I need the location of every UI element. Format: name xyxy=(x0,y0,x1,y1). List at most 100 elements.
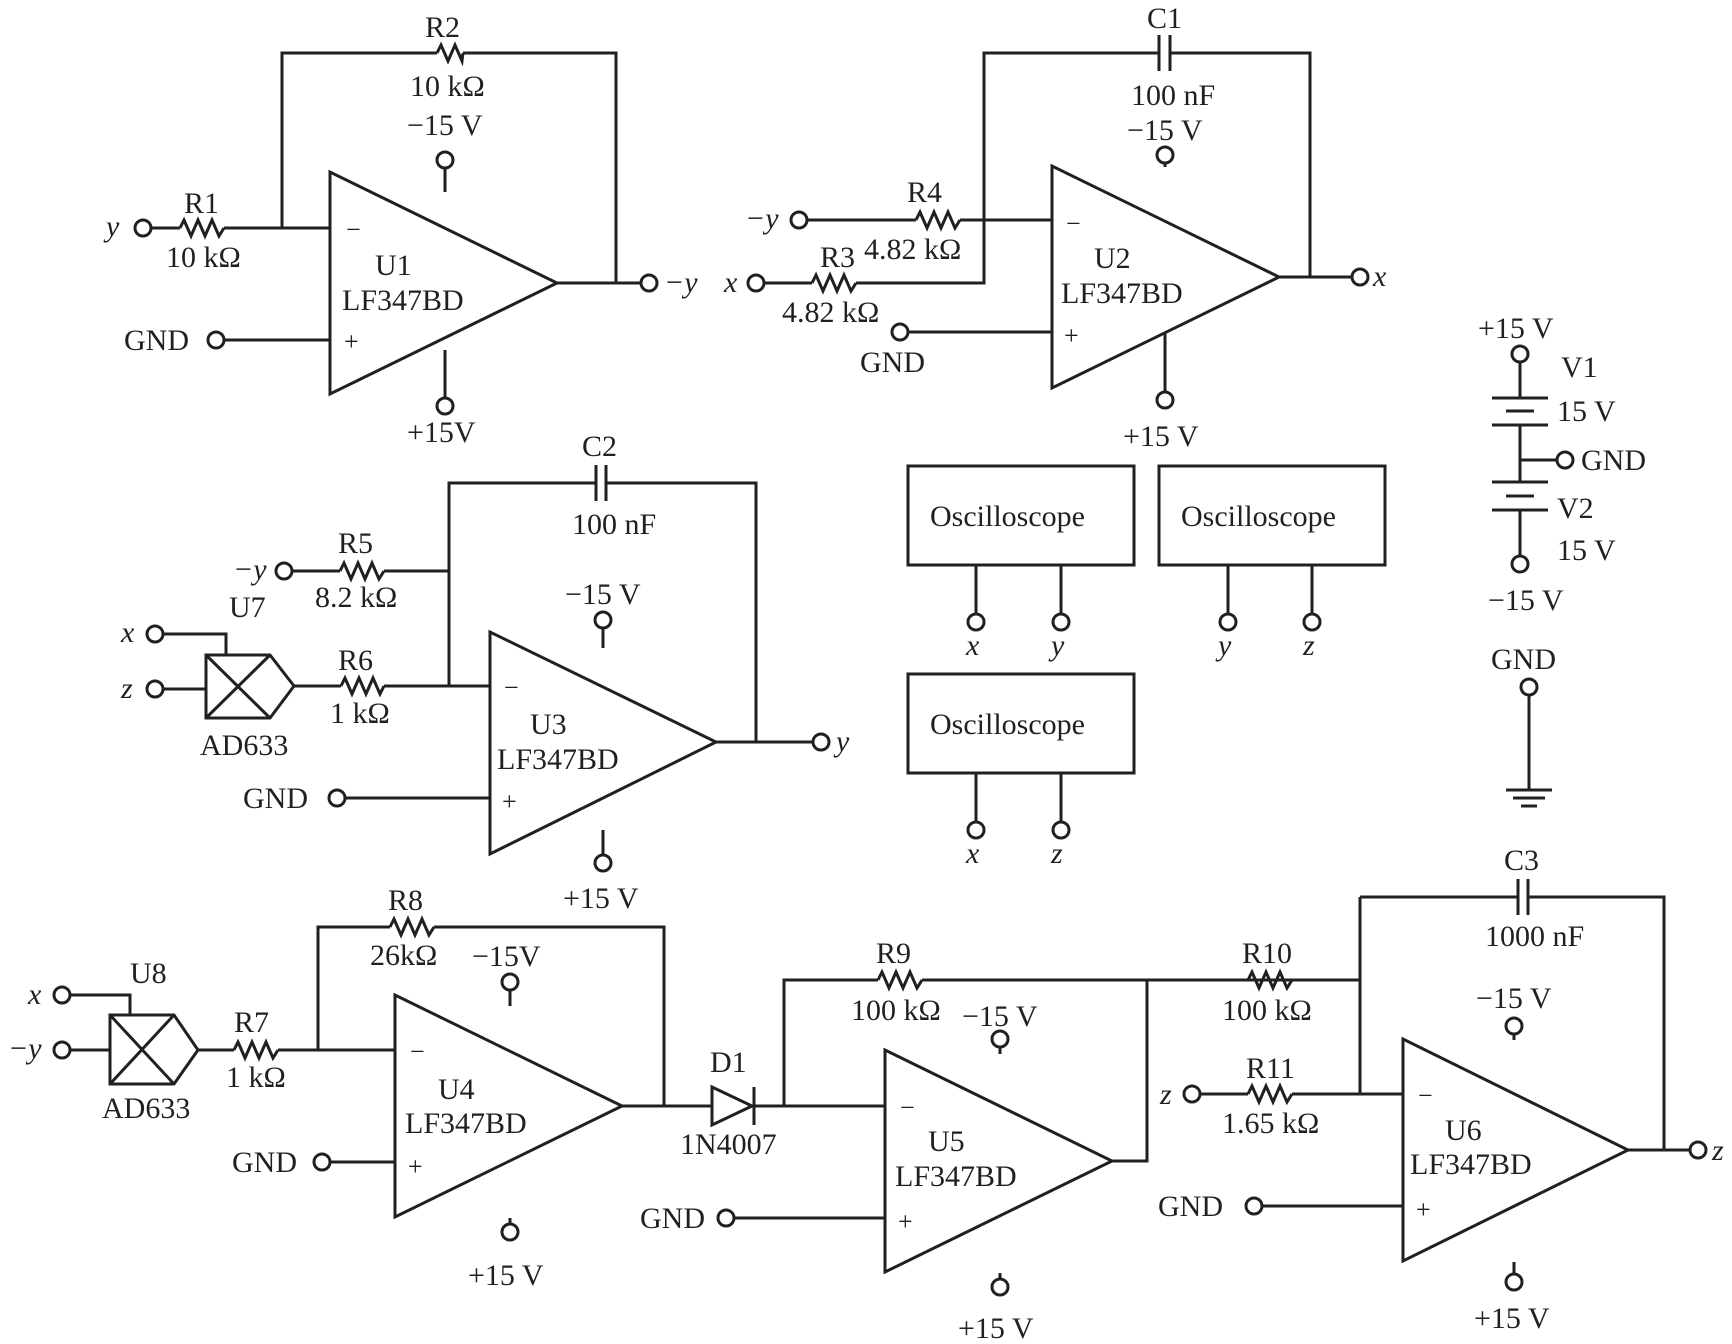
ground-symbol-terminal[interactable] xyxy=(1519,677,1539,697)
u3-out-terminal[interactable] xyxy=(811,732,831,752)
r1-value: 10 kΩ xyxy=(166,241,241,274)
u3-vneg-label: −15 V xyxy=(565,578,641,611)
u7-x-signal: x xyxy=(120,616,135,649)
stage-u4: − + U4 LF347BD −15V +15 V x −y GND U8 AD… xyxy=(8,884,710,1292)
scope-3-ch2-terminal[interactable] xyxy=(1051,820,1071,840)
scope-leads xyxy=(974,565,1314,822)
u1-vpos-terminal[interactable] xyxy=(435,396,455,416)
u4-plus: + xyxy=(408,1152,423,1181)
supply-pos-terminal[interactable] xyxy=(1510,344,1530,364)
scope-1-ch2-label: y xyxy=(1048,629,1065,662)
u4-gnd-terminal[interactable] xyxy=(312,1152,332,1172)
u6-gnd-label: GND xyxy=(1158,1190,1223,1223)
r6-value: 1 kΩ xyxy=(330,697,390,730)
u6-minus: − xyxy=(1418,1081,1433,1110)
u6-plus: + xyxy=(1416,1195,1431,1224)
u1-gnd-terminal[interactable] xyxy=(206,330,226,350)
u6-model: LF347BD xyxy=(1410,1148,1532,1181)
u1-ref: U1 xyxy=(375,249,412,282)
u8-negy-terminal[interactable] xyxy=(52,1040,72,1060)
d1-ref: D1 xyxy=(710,1046,747,1079)
u2-negy-terminal[interactable] xyxy=(789,210,809,230)
u6-out-terminal[interactable] xyxy=(1688,1140,1708,1160)
u3-vneg-terminal[interactable] xyxy=(593,610,613,630)
u2-x-signal: x xyxy=(723,266,738,299)
u8-x-terminal[interactable] xyxy=(52,985,72,1005)
r2-ref: R2 xyxy=(425,11,460,44)
u4-vneg-label: −15V xyxy=(472,940,541,973)
u4-vpos-terminal[interactable] xyxy=(500,1222,520,1242)
u1-in-terminal[interactable] xyxy=(133,218,153,238)
u3-vpos-terminal[interactable] xyxy=(593,853,613,873)
stage-u3: − + U3 LF347BD −15 V +15 V −y x z y GND … xyxy=(120,430,850,915)
r10-resistor xyxy=(1246,968,1294,992)
supply-gnd-terminal[interactable] xyxy=(1555,450,1575,470)
r7-ref: R7 xyxy=(234,1006,269,1039)
u2-out-terminal[interactable] xyxy=(1350,267,1370,287)
u4-gnd-label: GND xyxy=(232,1146,297,1179)
u6-out-signal: z xyxy=(1711,1134,1724,1167)
u2-x-terminal[interactable] xyxy=(746,273,766,293)
r3-ref: R3 xyxy=(820,241,855,274)
u6-z-terminal[interactable] xyxy=(1182,1084,1202,1104)
u6-vpos-label: +15 V xyxy=(1474,1302,1550,1335)
u6-vneg-terminal[interactable] xyxy=(1504,1016,1524,1036)
u2-vneg-terminal[interactable] xyxy=(1155,145,1175,165)
supply-neg-terminal[interactable] xyxy=(1510,554,1530,574)
u6-gnd-terminal[interactable] xyxy=(1244,1196,1264,1216)
r11-value: 1.65 kΩ xyxy=(1222,1107,1319,1140)
scope-3-ch1-terminal[interactable] xyxy=(966,820,986,840)
u5-wires xyxy=(664,978,1250,1287)
u3-wires xyxy=(163,481,813,857)
u6-vpos-terminal[interactable] xyxy=(1504,1272,1524,1292)
u3-negy-signal: −y xyxy=(233,553,267,586)
u1-out-terminal[interactable] xyxy=(639,273,659,293)
c3-ref: C3 xyxy=(1504,844,1539,877)
scope-1-ch1-terminal[interactable] xyxy=(966,612,986,632)
r6-resistor xyxy=(339,674,386,698)
supply-gnd-label: GND xyxy=(1581,444,1646,477)
u1-gnd-label: GND xyxy=(124,324,189,357)
r11-resistor xyxy=(1246,1082,1294,1106)
u5-minus: − xyxy=(900,1093,915,1122)
u5-opamp xyxy=(883,1047,1116,1275)
u2-plus: + xyxy=(1064,321,1079,350)
u5-vneg-terminal[interactable] xyxy=(990,1029,1010,1049)
u2-vpos-label: +15 V xyxy=(1123,420,1199,453)
u1-minus: − xyxy=(346,215,361,244)
u3-gnd-label: GND xyxy=(243,782,308,815)
u1-vneg-terminal[interactable] xyxy=(435,150,455,170)
r3-value: 4.82 kΩ xyxy=(782,296,879,329)
u5-gnd-terminal[interactable] xyxy=(716,1208,736,1228)
r7-resistor xyxy=(232,1038,280,1062)
u7-x-terminal[interactable] xyxy=(145,624,165,644)
r2-resistor xyxy=(435,41,465,67)
scope-1-ch2-terminal[interactable] xyxy=(1051,612,1071,632)
r6-ref: R6 xyxy=(338,644,373,677)
u3-negy-terminal[interactable] xyxy=(274,561,294,581)
scope-2-ch1-terminal[interactable] xyxy=(1218,612,1238,632)
oscilloscopes: Oscilloscope Oscilloscope Oscilloscope x… xyxy=(906,464,1387,870)
r5-ref: R5 xyxy=(338,527,373,560)
u1-wires xyxy=(152,51,640,400)
u2-ref: U2 xyxy=(1094,242,1131,275)
u2-opamp xyxy=(1050,163,1283,391)
stage-u6: − + U6 LF347BD −15 V +15 V z z GND R10 1… xyxy=(1158,844,1724,1335)
u1-vpos-label: +15V xyxy=(407,416,476,449)
ground-symbol-label: GND xyxy=(1491,643,1556,676)
u2-vpos-terminal[interactable] xyxy=(1155,390,1175,410)
u5-vpos-terminal[interactable] xyxy=(990,1277,1010,1297)
u2-gnd-terminal[interactable] xyxy=(890,322,910,342)
u4-minus: − xyxy=(410,1037,425,1066)
u8-x-signal: x xyxy=(27,978,42,1011)
u3-gnd-terminal[interactable] xyxy=(327,788,347,808)
u7-z-terminal[interactable] xyxy=(145,679,165,699)
scope-2-ch2-terminal[interactable] xyxy=(1302,612,1322,632)
u4-vpos-label: +15 V xyxy=(468,1259,544,1292)
r9-value: 100 kΩ xyxy=(851,994,941,1027)
u6-wires xyxy=(1200,895,1690,1282)
u3-model: LF347BD xyxy=(497,743,619,776)
u1-in-signal: y xyxy=(103,210,120,243)
u4-vneg-terminal[interactable] xyxy=(500,972,520,992)
